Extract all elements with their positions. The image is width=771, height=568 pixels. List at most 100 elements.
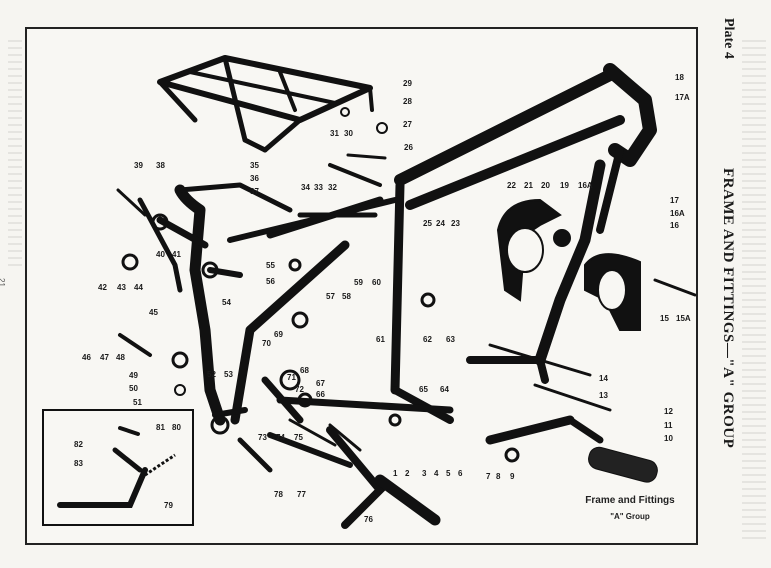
callout: 32 [328,183,337,192]
callout: 41 [172,250,181,259]
callout: 9 [510,472,515,481]
luggage-carrier [157,55,374,153]
bleed-through-text-right [742,40,766,540]
callout: 17A [675,93,690,102]
callout-labels: 29 28 31 30 27 26 35 36 37 34 33 32 39 3… [74,73,691,524]
callout: 73 [258,433,267,442]
callout: 42 [98,283,107,292]
callout: 65 [419,385,428,394]
callout: 60 [372,278,381,287]
caption-subtitle: "A" Group [610,512,650,521]
callout: 70 [262,339,271,348]
callout: 38 [156,161,165,170]
bleed-through-text-left [8,40,22,270]
callout: 66 [316,390,325,399]
callout: 15 [660,314,669,323]
callout: 16A [670,209,685,218]
callout: 75 [294,433,303,442]
callout: 64 [440,385,449,394]
callout: 36 [250,174,259,183]
callout: 15A [676,314,691,323]
callout: 78 [274,490,283,499]
callout: 11 [664,421,673,430]
callout: 1 [393,469,398,478]
callout: 10 [664,434,673,443]
callout: 83 [74,459,83,468]
callout: 45 [149,308,158,317]
callout: 50 [129,384,138,393]
callout: 56 [266,277,275,286]
callout: 61 [376,335,385,344]
main-frame [227,63,657,425]
callout: 69 [274,330,283,339]
callout: 18 [675,73,684,82]
callout: 20 [541,181,550,190]
callout: 53 [224,370,233,379]
caption-title: Frame and Fittings [585,495,675,506]
callout: 58 [342,292,351,301]
callout: 14 [599,374,608,383]
callout: 27 [403,120,412,129]
callout: 47 [100,353,109,362]
callout: 57 [326,292,335,301]
callout: 76 [364,515,373,524]
callout: 24 [436,219,445,228]
callout: 54 [222,298,231,307]
callout: 7 [486,472,491,481]
callout: 77 [297,490,306,499]
callout: 3 [422,469,427,478]
callout: 44 [134,283,143,292]
callout: 46 [82,353,91,362]
callout: 35 [250,161,259,170]
callout: 26 [404,143,413,152]
callout: 48 [116,353,125,362]
callout: 63 [446,335,455,344]
callout: 40 [156,250,165,259]
callout: 17 [670,196,679,205]
callout: 80 [172,423,181,432]
callout: 22 [507,181,516,190]
callout: 37 [250,187,259,196]
prop-stand-inset [42,409,194,526]
callout: 19 [560,181,569,190]
callout: 49 [129,371,138,380]
callout: 13 [599,391,608,400]
callout: 25 [423,219,432,228]
callout: 33 [314,183,323,192]
callout: 55 [266,261,275,270]
callout: 39 [134,161,143,170]
rear-frame-section [151,182,293,435]
callout: 81 [156,423,165,432]
callout: 23 [451,219,460,228]
callout: 74 [276,433,285,442]
callout: 71 [287,373,296,382]
callout: 31 [330,129,339,138]
callout: 79 [164,501,173,510]
figure-caption: Frame and Fittings "A" Group [570,495,690,521]
callout: 51 [133,398,142,407]
callout: 21 [524,181,533,190]
callout: 62 [423,335,432,344]
callout: 2 [405,469,410,478]
callout: 30 [344,129,353,138]
callout: 72 [295,385,304,394]
callout: 34 [301,183,310,192]
callout: 6 [458,469,463,478]
fittings [116,107,697,529]
callout: 82 [74,440,83,449]
callout: 5 [446,469,451,478]
callout: 8 [496,472,501,481]
callout: 68 [300,366,309,375]
callout: 59 [354,278,363,287]
callout: 28 [403,97,412,106]
callout: 16A [578,181,593,190]
callout: 4 [434,469,439,478]
callout: 12 [664,407,673,416]
callout: 52 [207,370,216,379]
callout: 29 [403,79,412,88]
callout: 43 [117,283,126,292]
callout: 16 [670,221,679,230]
mudguard-brackets [496,198,641,331]
